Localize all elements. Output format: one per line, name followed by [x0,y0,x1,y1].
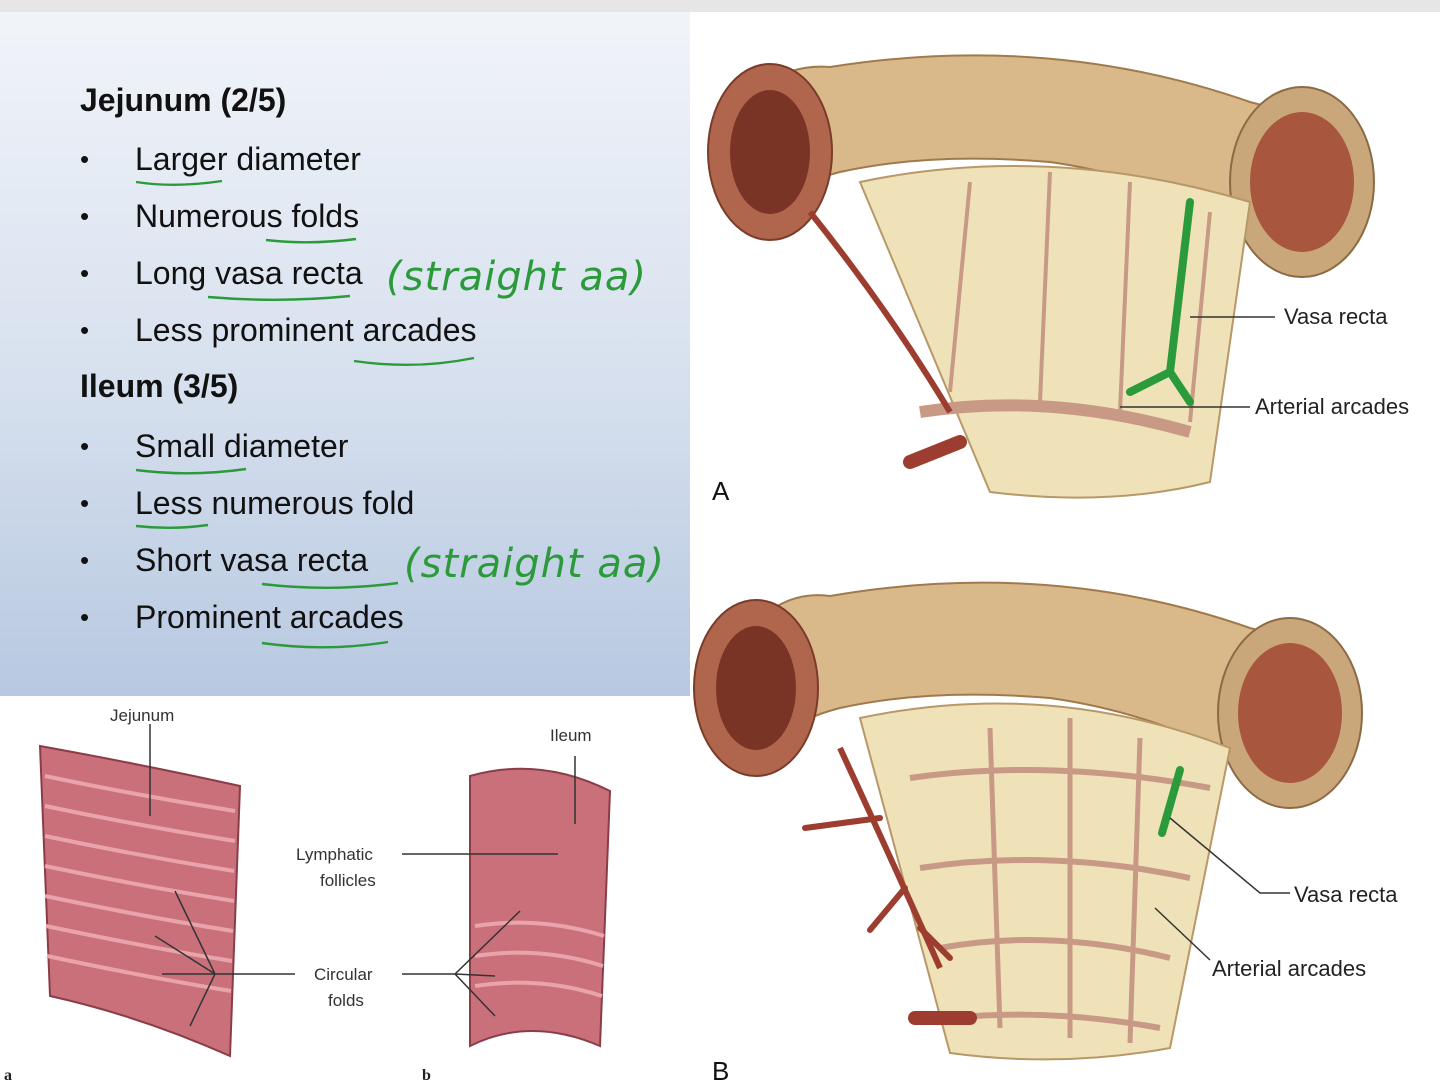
ileum-heading: Ileum (3/5) [80,368,239,404]
bullet-glyph: • [80,315,90,345]
figure-a-jejunum-vessels: Vasa recta Arterial arcades A [707,54,1409,506]
figure-letter-a: A [712,476,730,506]
vasa-recta-highlight [1126,198,1194,406]
bullet-text: Small diameter [135,428,349,464]
list-item: • Prominent arcades [80,589,414,646]
mesentery-illustration [807,165,1252,499]
ileum-bullet-list: • Small diameter • Less numerous fold • Sho… [80,418,414,646]
label-vasa-recta: Vasa recta [1284,304,1388,329]
jejunum-heading: Jejunum (2/5) [80,82,287,118]
list-item: • Long vasa recta [80,245,477,302]
jejunum-bullet-list: • Larger diameter • Numerous folds • Long v… [80,131,477,359]
bullet-glyph: • [80,201,90,231]
figure-letter-small-a: a [4,1067,12,1084]
label-lymphatic: Lymphatic [296,845,373,864]
label-vasa-recta: Vasa recta [1294,882,1398,907]
bowel-loop-illustration [693,581,1363,809]
figure-letter-small-b: b [422,1067,431,1084]
list-item: • Numerous folds [80,188,477,245]
list-item: • Short vasa recta [80,532,414,589]
bullet-text: Prominent arcades [135,599,404,635]
label-ileum: Ileum [550,726,592,745]
bullet-glyph: • [80,258,90,288]
list-item: • Larger diameter [80,131,477,188]
figure-mucosa-comparison: Jejunum Ileum Lymphatic follicles Circul… [4,706,612,1084]
ileum-mucosa-illustration [469,767,612,1048]
list-item: • Less numerous fold [80,475,414,532]
figure-letter-b: B [712,1056,729,1086]
bullet-glyph: • [80,144,90,174]
leader-line [154,890,295,1027]
bullet-text: Larger diameter [135,141,361,177]
leader-line [402,910,521,1017]
bullet-text: Less prominent arcades [135,312,477,348]
label-circular: Circular [314,965,373,984]
bullet-text: Numerous folds [135,198,360,234]
label-jejunum: Jejunum [110,706,174,725]
mesentery-illustration [802,702,1232,1061]
list-item: • Less prominent arcades [80,302,477,359]
label-arterial-arcades: Arterial arcades [1255,394,1409,419]
bullet-glyph: • [80,602,90,632]
bullet-glyph: • [80,488,90,518]
bullet-text: Less numerous fold [135,485,415,521]
leader-line [1169,817,1290,894]
vasa-recta-highlight [1158,766,1184,837]
label-follicles: follicles [320,871,376,890]
figure-b-ileum-vessels: Vasa recta Arterial arcades B [693,581,1398,1086]
list-item: • Small diameter [80,418,414,475]
window-top-bar [0,0,1440,12]
bullet-text: Short vasa recta [135,542,368,578]
leader-line [1154,907,1211,961]
label-arterial-arcades: Arterial arcades [1212,956,1366,981]
bowel-loop-illustration [707,54,1375,278]
bullet-glyph: • [80,545,90,575]
label-folds: folds [328,991,364,1010]
jejunum-mucosa-illustration [38,744,242,1058]
bullet-text: Long vasa recta [135,255,363,291]
bullet-glyph: • [80,431,90,461]
